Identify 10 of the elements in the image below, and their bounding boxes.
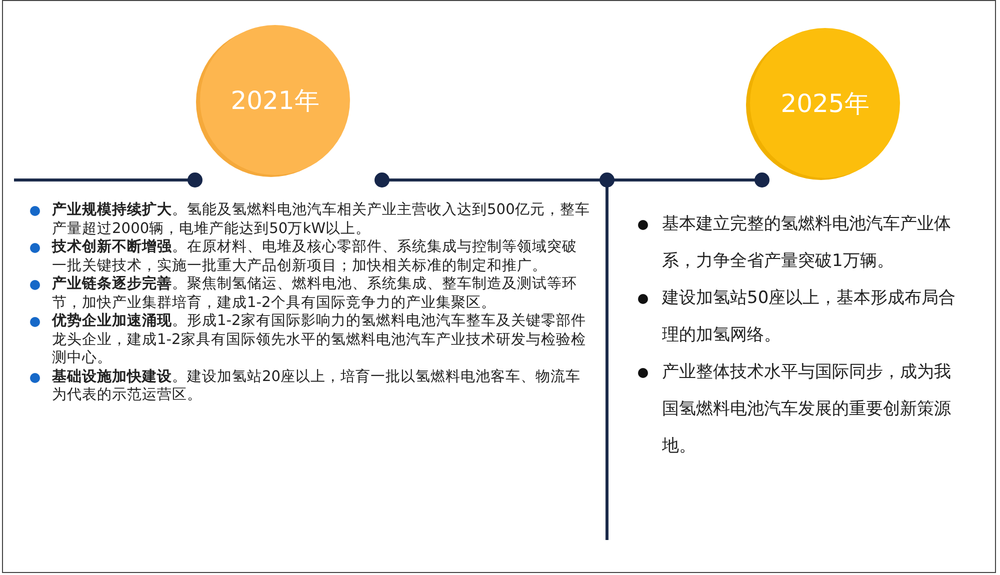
goal-text: 产业链条逐步完善。聚焦制氢储运、燃料电池、系统集成、整车制造及测试等环节，加快产业集群培育，建成1-2个具有国际竞争力的产业集聚区。 — [52, 275, 578, 312]
goal-text: 优势企业加速涌现。形成1-2家有国际影响力的氢燃料电池汽车整车及关键零部件龙头企业，建成1-2家具有国际领先水平的氢燃料电池汽车产业技术研发与检验检测中心。 — [52, 312, 587, 368]
year-label: 2025年 — [780, 88, 870, 120]
goal-text: 技术创新不断增强。在原材料、电堆及核心零部件、系统集成与控制等领域突破一批关键技术，实施一批重大产品创新项目；加快相关标准的制定和推广。 — [52, 238, 578, 275]
goal-text: 建设加氢站50座以上，基本形成布局合理的加氢网络。 — [662, 287, 957, 347]
goal-text: 产业规模持续扩大。氢能及氢燃料电池汽车相关产业主营收入达到500亿元，整车产量超过2000辆，电堆产能达到50万kW以上。 — [52, 201, 590, 238]
goal-text: 基本建立完整的氢燃料电池汽车产业体系，力争全省产量突破1万辆。 — [662, 213, 952, 273]
year-label: 2021年 — [230, 84, 320, 116]
goal-text: 基础设施加快建设。建设加氢站20座以上，培育一批以氢燃料电池客车、物流车为代表的示范运营区。 — [52, 368, 582, 404]
goal-text: 产业整体技术水平与国际同步，成为我国氢燃料电池汽车发展的重要创新策源地。 — [662, 361, 952, 458]
